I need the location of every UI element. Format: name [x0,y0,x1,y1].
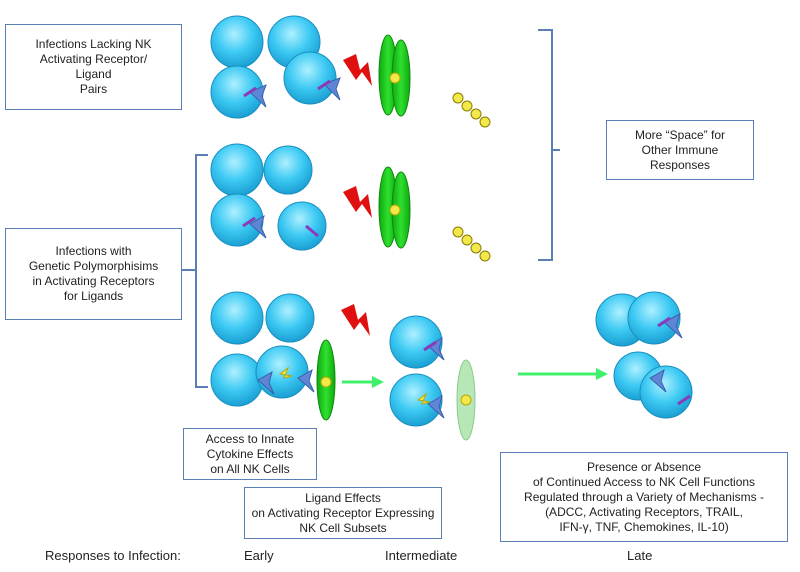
cytokine-chain-icon [452,92,491,128]
nk-cell-icon [378,166,411,249]
receptor-icon [257,366,315,395]
cytokine-chain-icon [452,226,491,262]
responses-label: Responses to Infection: [45,548,181,563]
infections-with-box: Infections with Genetic Polymorphisims i… [5,228,182,320]
access-innate-box: Access to Innate Cytokine Effects on All… [183,428,317,480]
late-label: Late [627,548,653,563]
receptor-icon [416,336,445,419]
bracket-left [195,154,208,388]
target-cells-intermediate [389,315,443,427]
virus-icon [343,186,372,218]
nk-cell-pale-icon [456,359,476,441]
nk-cell-icon [316,339,336,421]
virus-icon [343,54,372,86]
bracket-right [538,29,560,261]
ligand-effects-box: Ligand Effects on Activating Receptor Ex… [244,487,442,539]
target-cells-row3 [210,291,315,407]
nk-cell-icon [378,34,411,117]
presence-absence-box: Presence or Absence of Continued Access … [500,452,788,542]
receptor-icon [242,214,319,239]
more-space-box: More “Space” for Other Immune Responses [606,120,754,180]
virus-icon [341,304,370,336]
target-cells-row1 [210,15,337,119]
receptor-icon [243,77,341,108]
early-label: Early [244,548,274,563]
infections-lacking-box: Infections Lacking NK Activating Recepto… [5,24,182,110]
target-cells-row2 [210,143,327,251]
progression-arrow [342,376,384,388]
target-cells-late [595,291,693,419]
intermediate-label: Intermediate [385,548,458,563]
progression-arrow [518,368,608,380]
receptor-icon [649,313,691,406]
